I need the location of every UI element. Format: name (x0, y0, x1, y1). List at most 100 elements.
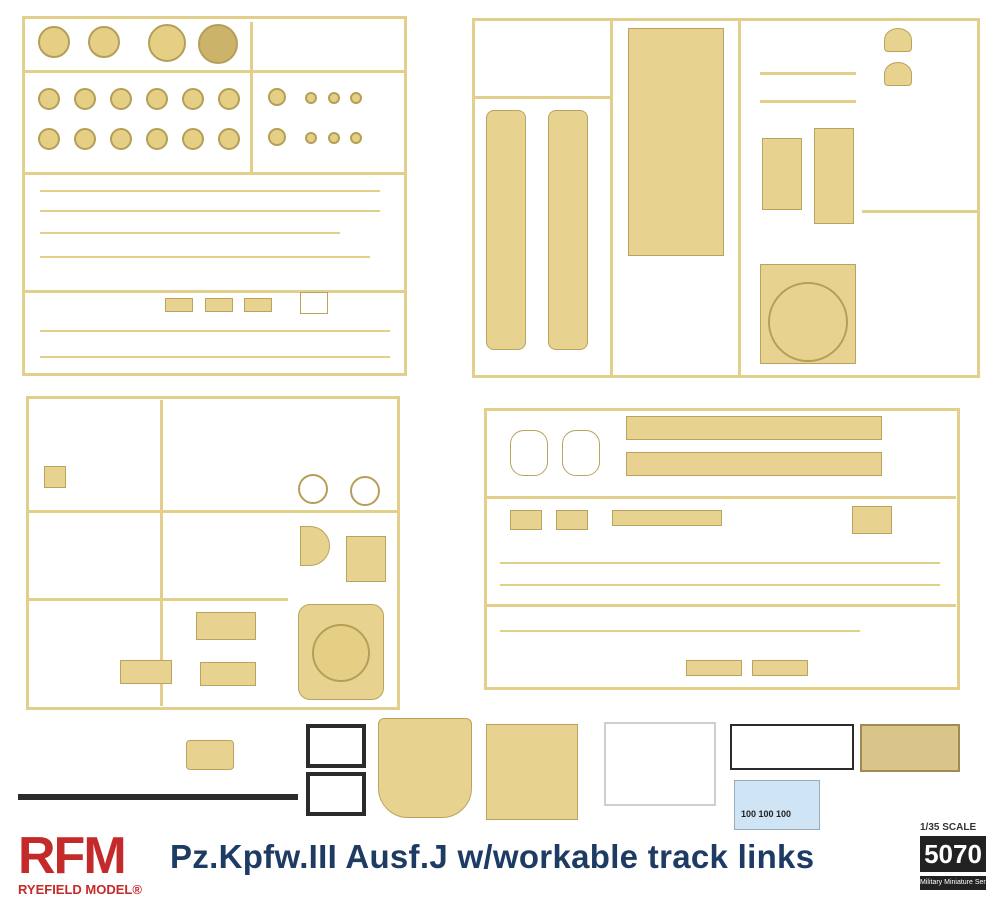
small-roller (350, 132, 362, 144)
small-rod-part (760, 100, 856, 103)
hatch-part (884, 62, 912, 86)
cupola-ring (298, 474, 328, 504)
small-rod-part (40, 330, 390, 332)
fender-part (626, 452, 882, 476)
sprue-runner (24, 70, 404, 73)
sprue-runner (24, 290, 404, 293)
return-roller (268, 128, 286, 146)
small-rod-part (500, 562, 940, 564)
headlight-guard (562, 430, 600, 476)
brand-logo-letters: RFM (18, 827, 127, 885)
registered-mark: ® (132, 882, 142, 897)
track-guard (752, 660, 808, 676)
track-guard (686, 660, 742, 676)
small-roller (328, 92, 340, 104)
sprue-runner (28, 598, 288, 601)
small-rod-part (500, 630, 860, 632)
small-roller (305, 132, 317, 144)
series-label: Military Miniature Series (920, 876, 995, 890)
sprocket-wheel (88, 26, 120, 58)
road-wheel (38, 88, 60, 110)
box-part (205, 298, 233, 312)
small-roller (328, 132, 340, 144)
small-rod-part (40, 190, 380, 192)
sprue-fender-frame (484, 408, 960, 690)
road-wheel (110, 88, 132, 110)
turret-basket (186, 740, 234, 770)
frame-part (300, 292, 328, 314)
small-rod-part (40, 256, 370, 258)
interior-bulkhead (486, 724, 578, 820)
small-rod-part (40, 210, 380, 212)
sprue-runner (486, 496, 956, 499)
photo-etch-fret (860, 724, 960, 772)
cupola-ring (350, 476, 380, 506)
track-link-jig (306, 724, 366, 768)
track-link-jig (306, 772, 366, 816)
gun-breech (196, 612, 256, 640)
sprue-runner (738, 20, 741, 376)
sprocket-wheel (38, 26, 70, 58)
road-wheel (182, 128, 204, 150)
decal-sheet: 100 100 100 (734, 780, 820, 830)
road-wheel (182, 88, 204, 110)
small-rod-part (40, 232, 340, 234)
road-wheel (146, 128, 168, 150)
mount-part (120, 660, 172, 684)
sprue-wheels-frame (22, 16, 407, 376)
sprue-runner (862, 210, 977, 213)
tool-box (556, 510, 588, 530)
hull-side-right (548, 110, 588, 350)
mount-part (200, 662, 256, 686)
sprue-runner (160, 400, 163, 706)
small-roller (305, 92, 317, 104)
sprue-hull-frame (472, 18, 980, 378)
road-wheel (218, 128, 240, 150)
small-rod-part (40, 356, 390, 358)
brand-logo: RFM RYEFIELD MODEL® (14, 826, 164, 906)
small-rod-part (760, 72, 856, 75)
scale-label: 1/35 SCALE (920, 822, 977, 833)
ammo-bin (44, 466, 66, 488)
brand-name: RYEFIELD MODEL® (18, 882, 142, 897)
sprue-runner (28, 510, 398, 513)
decal-numbers: 100 100 100 (741, 809, 792, 819)
small-rod-part (500, 584, 940, 586)
stowage-bin (852, 506, 892, 534)
drive-sprocket (198, 24, 238, 64)
lower-hull-front (378, 718, 472, 818)
fender-part (626, 416, 882, 440)
track-sprue-frame (730, 724, 854, 770)
scale-badge: 1/35 SCALE 5070 Military Miniature Serie… (916, 822, 995, 902)
tool-box (510, 510, 542, 530)
sprue-runner (486, 604, 956, 607)
brand-name-text: RYEFIELD MODEL (18, 882, 133, 897)
sprue-runner (475, 96, 610, 99)
road-wheel (218, 88, 240, 110)
road-wheel (110, 128, 132, 150)
sprue-runner (24, 172, 404, 175)
box-part (165, 298, 193, 312)
road-wheel (74, 88, 96, 110)
sprue-runner (610, 20, 613, 376)
hull-bottom-plate (628, 28, 724, 256)
turret-roof-ring (312, 624, 370, 682)
road-wheel (38, 128, 60, 150)
return-roller (268, 88, 286, 106)
engine-deck-grille (814, 128, 854, 224)
product-code: 5070 (920, 836, 986, 872)
sprue-turret-frame (26, 396, 400, 710)
hatch-part (884, 28, 912, 52)
box-part (244, 298, 272, 312)
product-title: Pz.Kpfw.III Ausf.J w/workable track link… (170, 838, 815, 875)
engine-deck-grille (762, 138, 802, 210)
road-wheel (146, 88, 168, 110)
headlight-guard (510, 430, 548, 476)
small-roller (350, 92, 362, 104)
turret-hatch (346, 536, 386, 582)
hull-side-left (486, 110, 526, 350)
sprue-runner (250, 22, 253, 172)
road-wheel (74, 128, 96, 150)
turret-ring (768, 282, 848, 362)
clear-sprue (604, 722, 716, 806)
